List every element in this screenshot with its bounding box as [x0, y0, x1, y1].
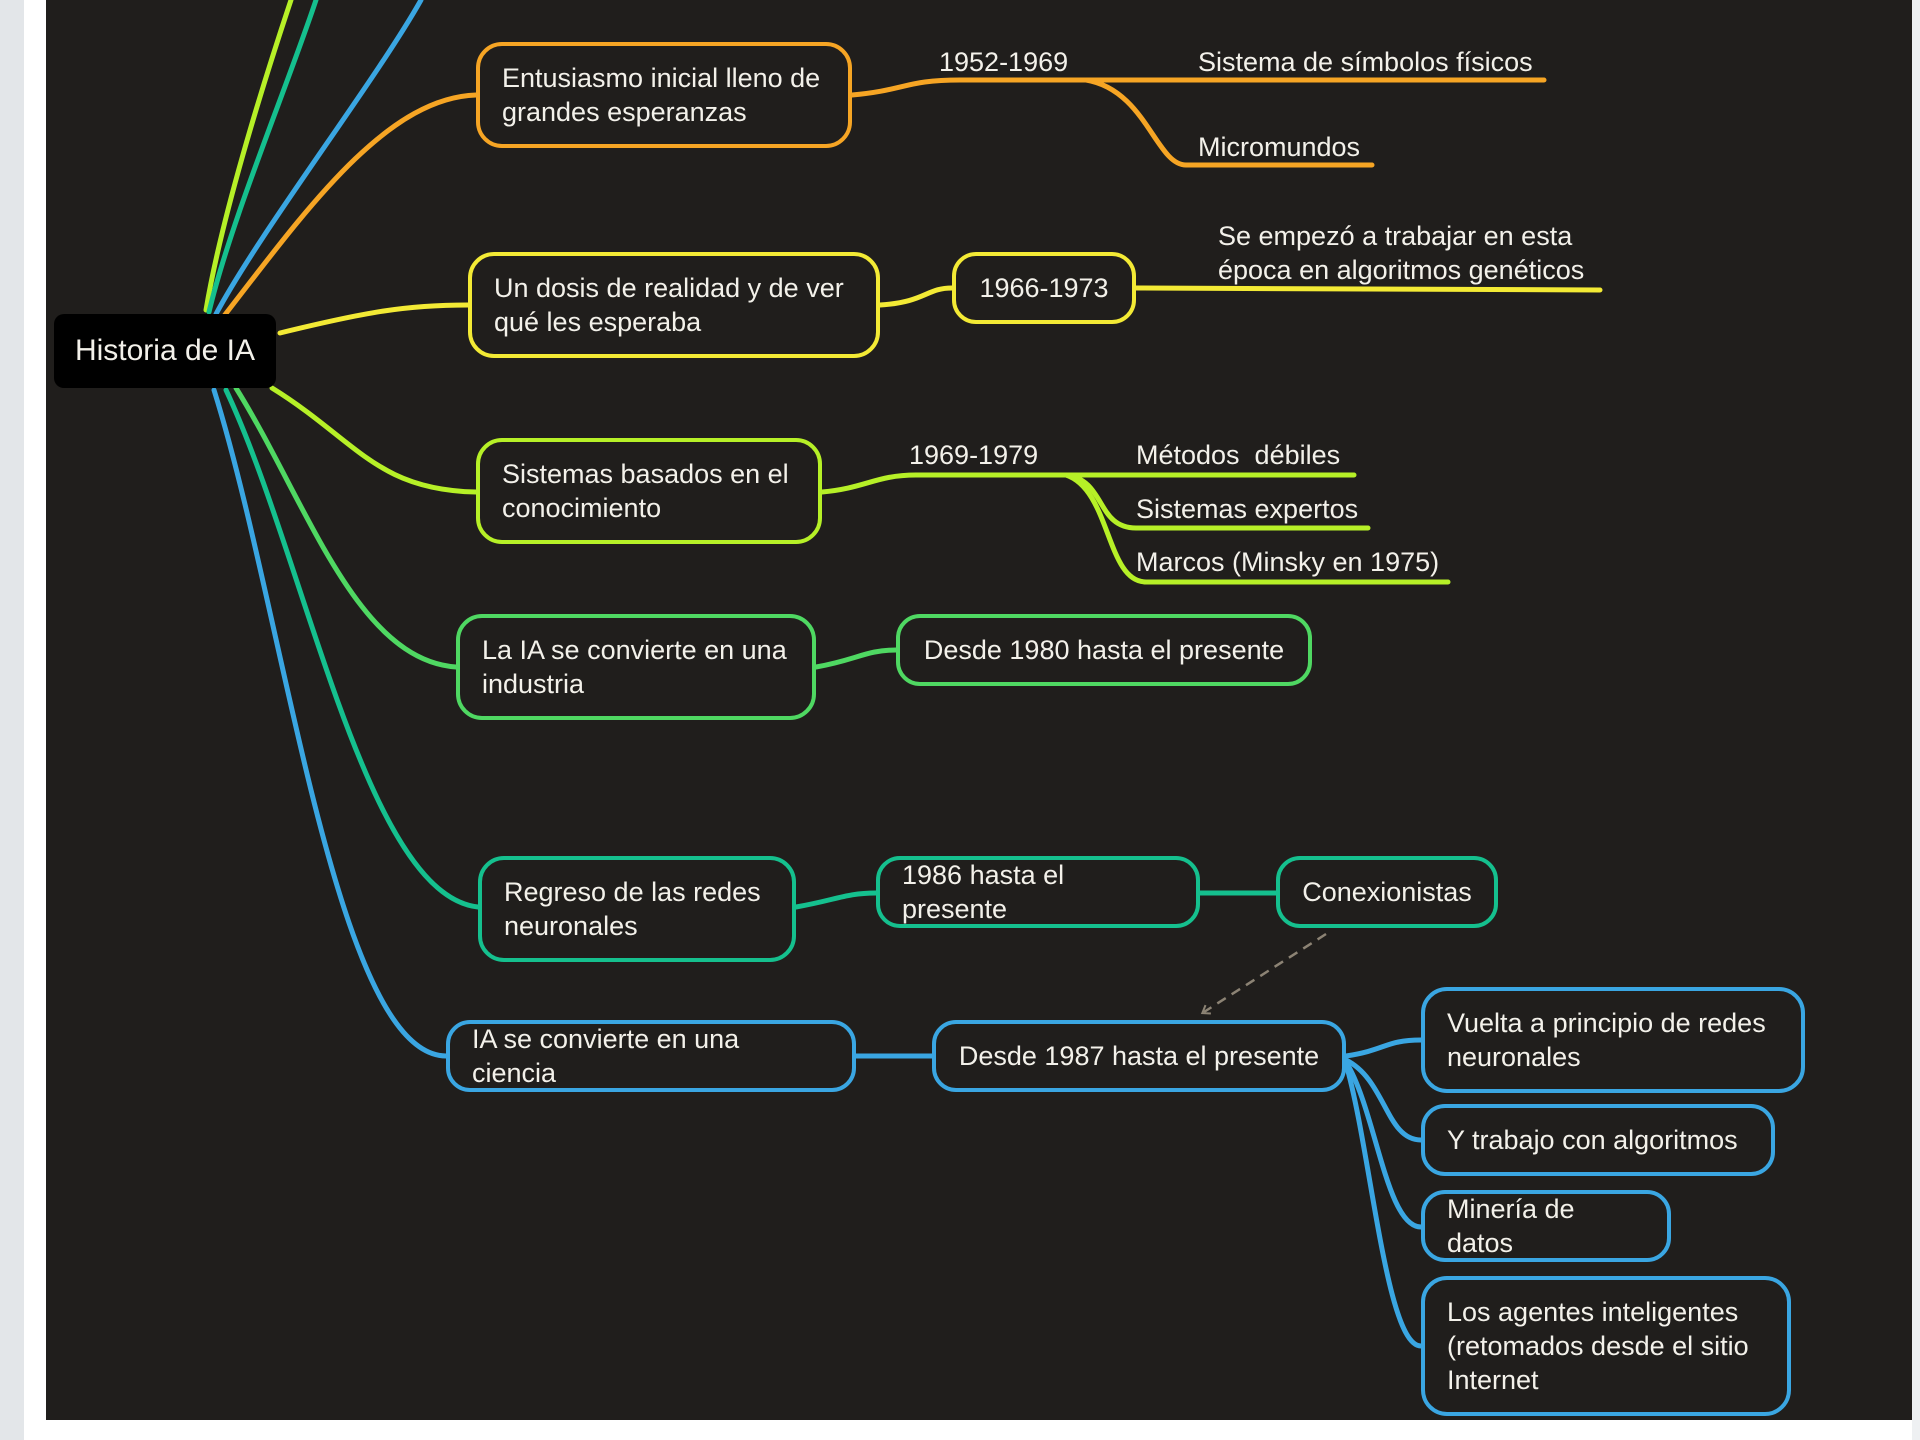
- node-redes-label: Regreso de las redes neuronales: [504, 877, 761, 941]
- node-redes[interactable]: Regreso de las redes neuronales: [478, 856, 796, 962]
- edge-period-vuelta: [1343, 1037, 1424, 1059]
- node-industria-label: La IA se convierte en una industria: [482, 635, 787, 699]
- edge-upper-2: [206, 0, 319, 315]
- left-window-edge: [0, 0, 24, 1440]
- node-realidad[interactable]: Un dosis de realidad y de ver qué les es…: [468, 252, 880, 358]
- leaf-metodos-debiles[interactable]: Métodos débiles: [1136, 440, 1341, 470]
- mind-map-canvas: Historia de IA Entusiasmo inicial lleno …: [46, 0, 1912, 1420]
- period-1966-1973-label: 1966-1973: [979, 273, 1109, 303]
- node-ciencia[interactable]: IA se convierte en una ciencia: [446, 1020, 856, 1092]
- leaf-simbolos[interactable]: Sistema de símbolos físicos: [1198, 47, 1533, 77]
- period-1952-1969[interactable]: 1952-1969: [939, 47, 1069, 77]
- edge-root-redes: [223, 387, 481, 910]
- node-conocimiento[interactable]: Sistemas basados en el conocimiento: [476, 438, 822, 544]
- edge-conocimiento-period: [819, 472, 1357, 495]
- leaf-sistemas-expertos[interactable]: Sistemas expertos: [1136, 494, 1359, 524]
- leaf-marcos-minsky[interactable]: Marcos (Minsky en 1975): [1136, 547, 1440, 577]
- period-1986-label: 1986 hasta el presente: [902, 860, 1065, 924]
- node-ciencia-label: IA se convierte en una ciencia: [472, 1024, 740, 1088]
- edge-upper-3: [213, 0, 424, 317]
- dashed-relation-arrow: [1200, 932, 1327, 1015]
- period-desde-1987-label: Desde 1987 hasta el presente: [958, 1041, 1320, 1071]
- edge-root-conocimiento: [269, 385, 479, 495]
- node-realidad-label: Un dosis de realidad y de ver qué les es…: [494, 273, 844, 337]
- right-window-edge: [1912, 0, 1920, 1440]
- node-agentes-inteligentes-label: Los agentes inteligentes (retomados desd…: [1447, 1297, 1749, 1395]
- edge-root-entusiasmo: [221, 92, 479, 319]
- connector-lines: [203, 0, 1603, 1349]
- edge-root-realidad: [277, 302, 471, 336]
- period-1966-1973[interactable]: 1966-1973: [952, 252, 1136, 324]
- leaf-micromundos[interactable]: Micromundos: [1198, 132, 1361, 162]
- node-conocimiento-label: Sistemas basados en el conocimiento: [502, 459, 789, 523]
- period-desde-1987[interactable]: Desde 1987 hasta el presente: [932, 1020, 1346, 1092]
- node-conexionistas[interactable]: Conexionistas: [1276, 856, 1498, 928]
- edge-root-industria: [233, 385, 459, 670]
- edge-period-micromundos: [1083, 77, 1375, 168]
- root-node[interactable]: Historia de IA: [54, 314, 276, 388]
- edge-upper-1: [203, 0, 294, 313]
- node-trabajo-algoritmos[interactable]: Y trabajo con algoritmos: [1421, 1104, 1775, 1176]
- node-conexionistas-label: Conexionistas: [1302, 877, 1472, 907]
- period-desde-1980-label: Desde 1980 hasta el presente: [923, 635, 1285, 665]
- node-industria[interactable]: La IA se convierte en una industria: [456, 614, 816, 720]
- node-agentes-inteligentes[interactable]: Los agentes inteligentes (retomados desd…: [1421, 1276, 1791, 1416]
- period-desde-1980[interactable]: Desde 1980 hasta el presente: [896, 614, 1312, 686]
- node-vuelta-redes[interactable]: Vuelta a principio de redes neuronales: [1421, 987, 1805, 1093]
- edge-entusiasmo-period: [849, 77, 1547, 98]
- edge-period-agentes: [1343, 1061, 1424, 1349]
- period-1969-1979[interactable]: 1969-1979: [909, 440, 1039, 470]
- leaf-algoritmos-geneticos[interactable]: Se empezó a trabajar en esta época en al…: [1218, 221, 1585, 285]
- node-mineria-datos-label: Minería de datos: [1447, 1194, 1575, 1258]
- edge-period-expertos: [1063, 472, 1371, 531]
- edge-root-ciencia: [211, 387, 449, 1059]
- edge-industria-period: [813, 647, 899, 670]
- node-trabajo-algoritmos-label: Y trabajo con algoritmos: [1447, 1125, 1738, 1155]
- node-entusiasmo-label: Entusiasmo inicial lleno de grandes espe…: [502, 63, 821, 127]
- node-mineria-datos[interactable]: Minería de datos: [1421, 1190, 1671, 1262]
- edge-redes-period: [793, 890, 879, 910]
- node-entusiasmo[interactable]: Entusiasmo inicial lleno de grandes espe…: [476, 42, 852, 148]
- period-1986[interactable]: 1986 hasta el presente: [876, 856, 1200, 928]
- edge-period-mineria: [1343, 1059, 1424, 1230]
- edge-period-algoritmos: [1343, 1057, 1424, 1143]
- edge-period-marcos: [1063, 472, 1451, 585]
- edge-period-genetic: [1133, 285, 1603, 293]
- node-vuelta-redes-label: Vuelta a principio de redes neuronales: [1447, 1008, 1766, 1072]
- edge-realidad-period: [877, 285, 955, 308]
